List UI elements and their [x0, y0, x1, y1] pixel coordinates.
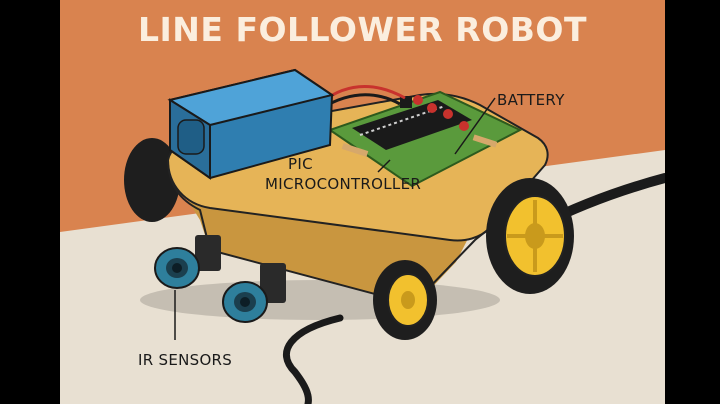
ir-sensor-right — [222, 281, 268, 323]
led — [459, 121, 469, 131]
label-pic: PIC — [288, 155, 313, 173]
label-ir-sensors: IR SENSORS — [138, 351, 233, 369]
battery-pack — [167, 68, 335, 180]
led — [443, 109, 453, 119]
led — [427, 103, 437, 113]
side-wheel — [486, 178, 574, 294]
sensor-mount-right — [260, 263, 286, 303]
label-battery: BATTERY — [497, 91, 565, 109]
letterbox-left — [0, 0, 60, 404]
led — [413, 95, 423, 105]
sensor-mount-left — [195, 235, 221, 271]
pic-chip — [352, 100, 472, 150]
line-track-lower — [282, 314, 344, 404]
label-microcontroller: MICROCONTROLLER — [265, 175, 422, 193]
letterbox-right — [665, 0, 720, 404]
ir-sensor-left — [154, 247, 200, 289]
rear-wheel — [124, 138, 180, 222]
callout-line-pic — [377, 159, 391, 173]
shadow — [140, 280, 500, 320]
connector — [400, 96, 412, 108]
illustration — [60, 0, 665, 404]
front-wheel — [373, 260, 437, 340]
resistor — [341, 143, 369, 157]
diagram-title: LINE FOLLOWER ROBOT — [137, 10, 587, 49]
callout-line-battery — [454, 97, 496, 155]
resistor — [472, 134, 498, 148]
